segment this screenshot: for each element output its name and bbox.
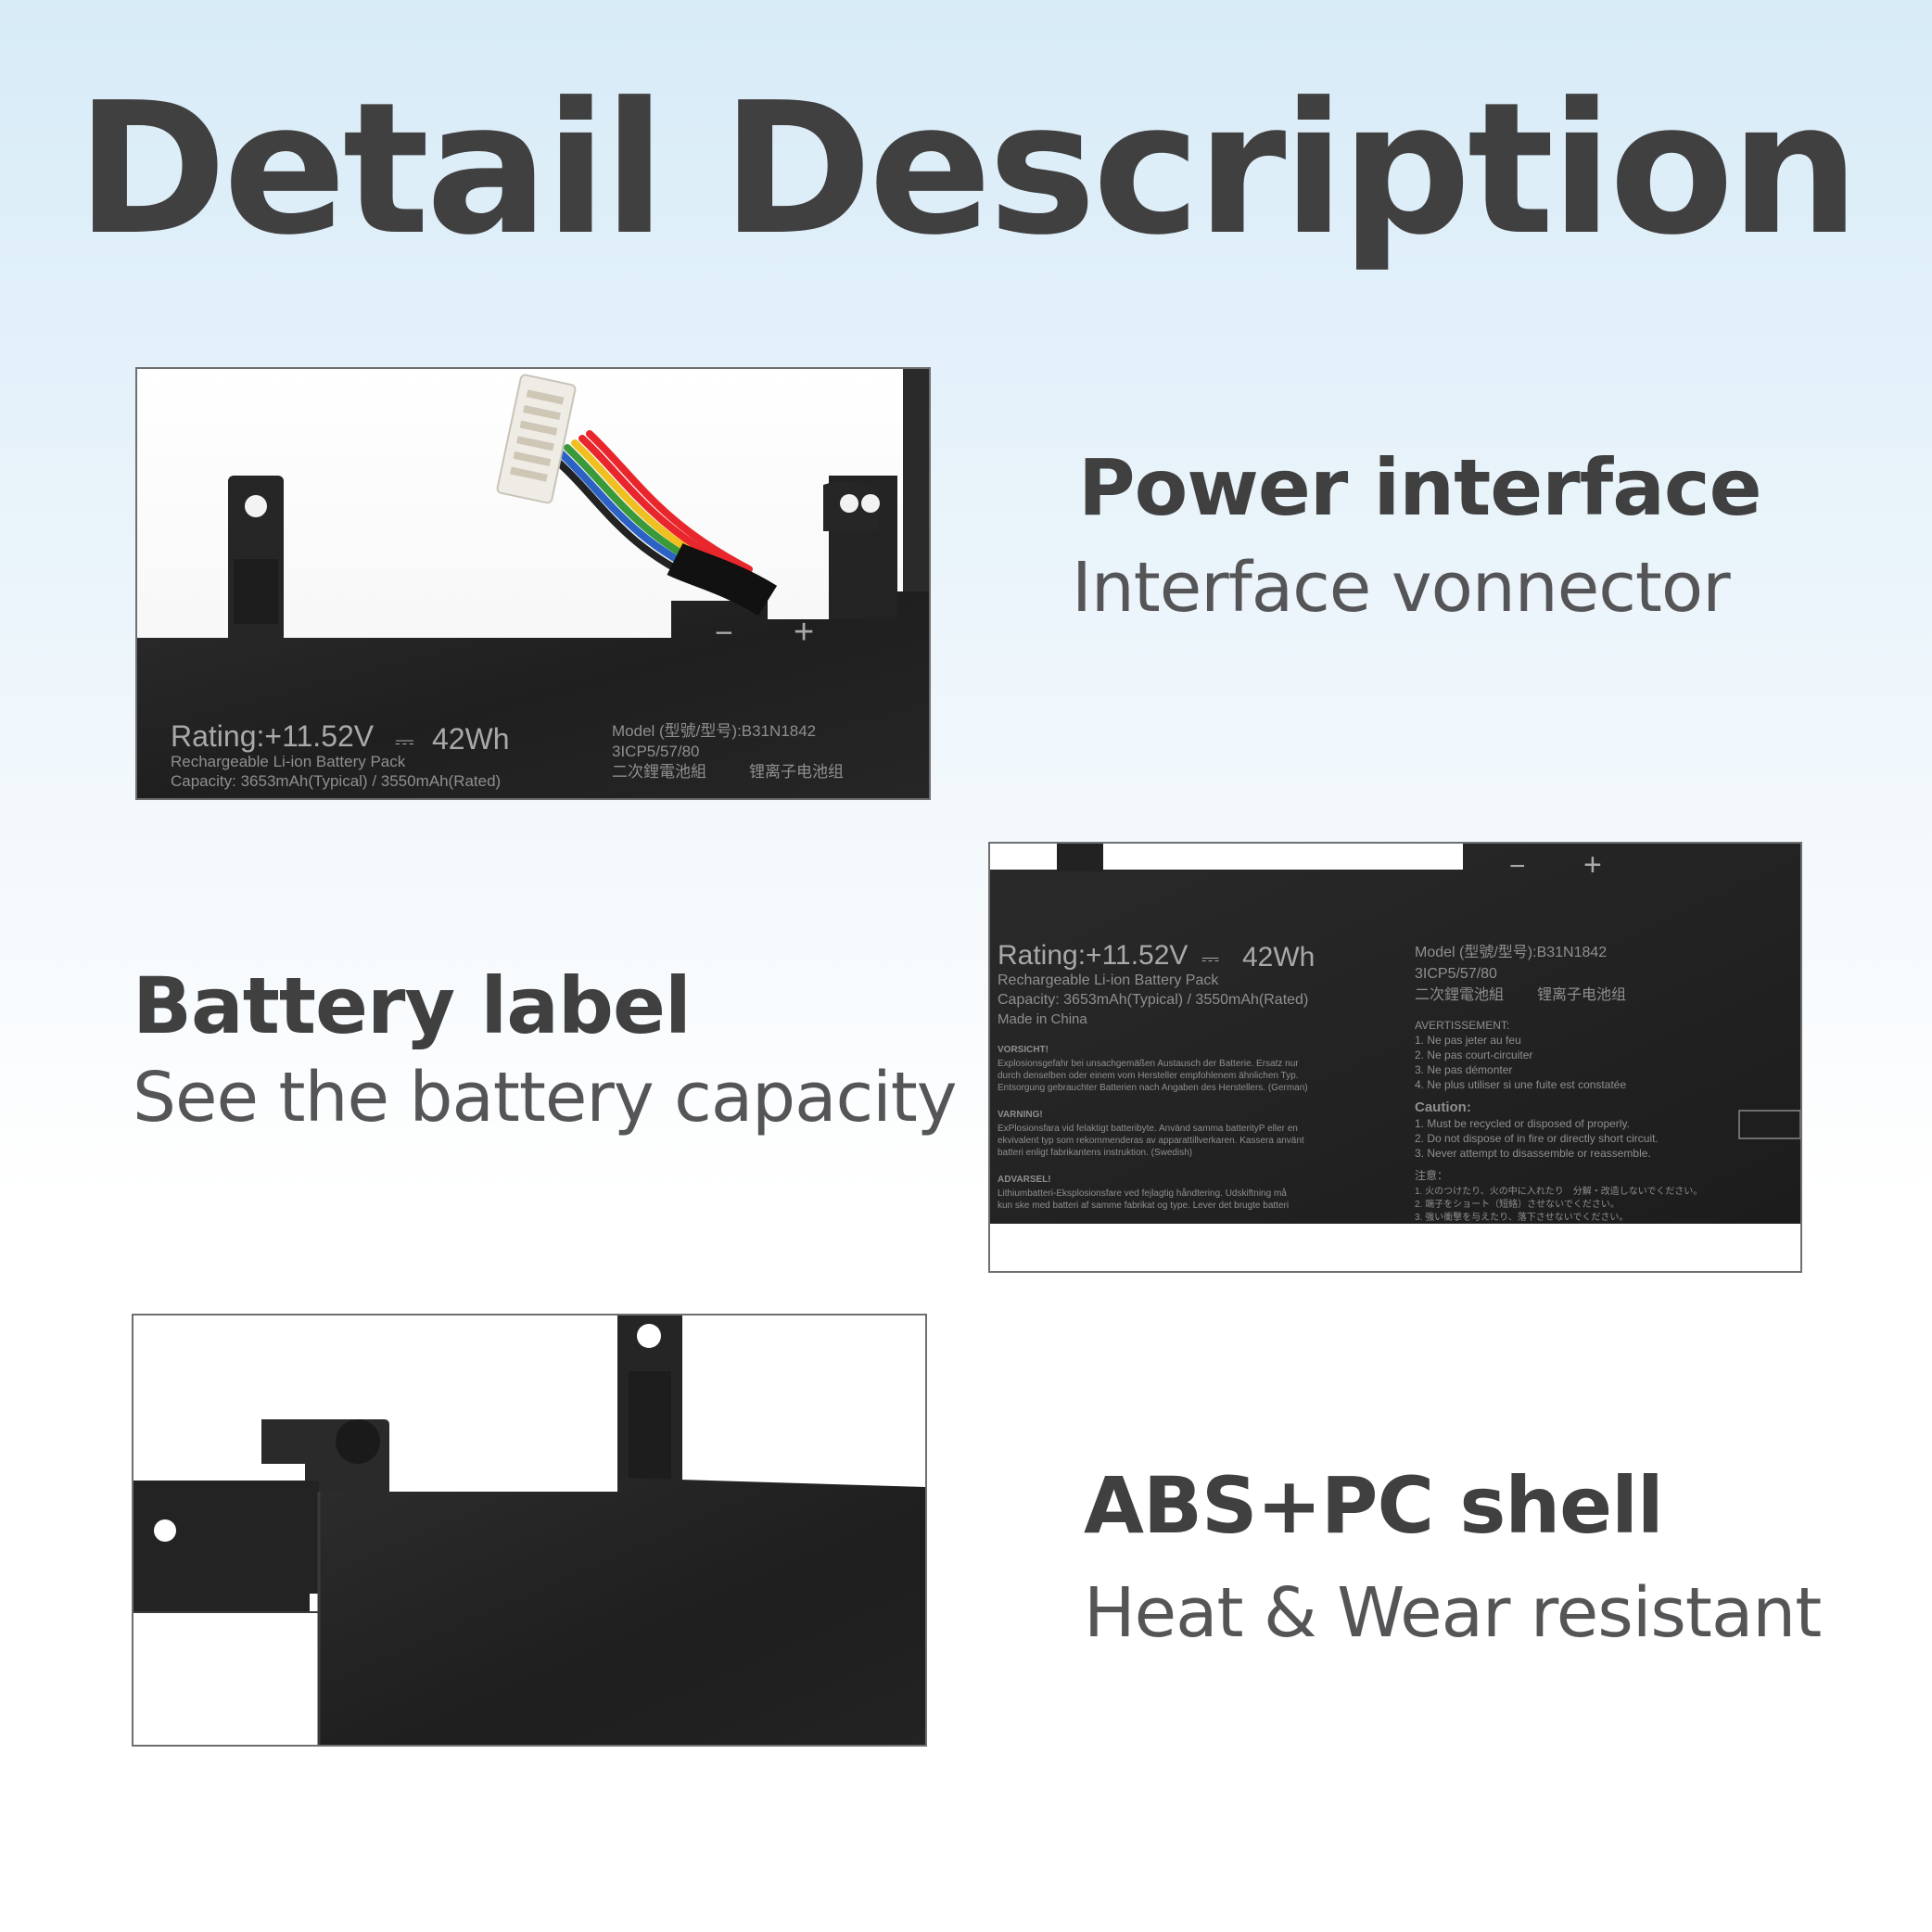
cn-name-simp-text: 锂离子电池组 — [749, 763, 844, 781]
caution-line: 1. Must be recycled or disposed of prope… — [1415, 1117, 1630, 1130]
jp-caution-line: 3. 強い衝撃を与えたり、落下させないでください。 — [1415, 1211, 1628, 1223]
capacity-text: Capacity: 3653mAh(Typical) / 3550mAh(Rat… — [998, 992, 1308, 1008]
cn-name-trad-text: 二次鋰電池組 — [612, 763, 706, 781]
battery-label-photo: − + Rating:+11.52V ⎓ 42Wh Rechargeable L… — [988, 842, 1802, 1273]
warning-de-line: Explosionsgefahr bei unsachgemäßen Austa… — [998, 1059, 1299, 1069]
power-interface-photo: − + Rating:+11.52V ⎓ 42Wh Rechargeable L… — [135, 367, 931, 800]
pack-type-text: Rechargeable Li-ion Battery Pack — [171, 753, 406, 770]
cn-name-simp-text: 锂离子电池组 — [1537, 986, 1626, 1003]
warning-sv-line: ExPlosionsfara vid felaktigt batteribyte… — [998, 1124, 1298, 1134]
feature-subtitle-power-interface: Interface vonnector — [1072, 548, 1731, 628]
made-in-text: Made in China — [998, 1011, 1087, 1027]
model-text: Model (型號/型号):B31N1842 — [612, 722, 816, 740]
warning-da-title: ADVARSEL! — [998, 1175, 1051, 1185]
caution-line: 3. Never attempt to disassemble or reass… — [1415, 1147, 1651, 1160]
warning-de-line: durch denselben oder einem vom Herstelle… — [998, 1071, 1298, 1081]
rating-text: Rating:+11.52V — [171, 719, 375, 753]
avertissement-title: AVERTISSEMENT: — [1415, 1019, 1509, 1032]
avertissement-line: 1. Ne pas jeter au feu — [1415, 1034, 1521, 1047]
warning-sv-line: ekvivalent typ som rekommenderas av appa… — [998, 1136, 1304, 1146]
warning-sv-line: batteri enligt fabrikantens instruktion.… — [998, 1148, 1192, 1158]
caution-line: 2. Do not dispose of in fire or directly… — [1415, 1132, 1659, 1145]
feature-heading-power-interface: Power interface — [1078, 442, 1762, 533]
rating-text: Rating:+11.52V — [998, 940, 1188, 971]
avertissement-line: 4. Ne plus utiliser si une fuite est con… — [1415, 1078, 1626, 1091]
regulatory-mark-icon — [1738, 1110, 1800, 1139]
warning-sv-title: VARNING! — [998, 1110, 1043, 1120]
feature-subtitle-abs-pc-shell: Heat & Wear resistant — [1084, 1573, 1822, 1653]
model-text: Model (型號/型号):B31N1842 — [1415, 944, 1607, 960]
cell-code-text: 3ICP5/57/80 — [612, 743, 700, 760]
jp-caution-title: 注意： — [1415, 1168, 1448, 1182]
warning-da-line: Lithiumbatteri-Eksplosionsfare ved fejla… — [998, 1188, 1287, 1199]
watt-hours-text: 42Wh — [1242, 942, 1315, 972]
plus-terminal-label: + — [1583, 847, 1602, 883]
minus-terminal-label: − — [1509, 851, 1526, 882]
avertissement-line: 2. Ne pas court-circuiter — [1415, 1049, 1532, 1061]
abs-pc-shell-photo — [132, 1314, 927, 1747]
pack-type-text: Rechargeable Li-ion Battery Pack — [998, 972, 1219, 988]
feature-heading-battery-label: Battery label — [133, 960, 692, 1051]
cell-code-text: 3ICP5/57/80 — [1415, 966, 1497, 982]
warning-da-line: kun ske med batteri af samme fabrikat og… — [998, 1201, 1289, 1211]
feature-heading-abs-pc-shell: ABS+PC shell — [1084, 1460, 1664, 1551]
svg-text:⎓: ⎓ — [395, 727, 414, 755]
page-title: Detail Description — [76, 64, 1860, 275]
plus-terminal-label: + — [794, 613, 814, 652]
watt-hours-text: 42Wh — [432, 722, 510, 756]
warning-de-line: Entsorgung gebrauchter Batterien nach An… — [998, 1083, 1308, 1093]
capacity-text: Capacity: 3653mAh(Typical) / 3550mAh(Rat… — [171, 772, 501, 790]
jp-caution-line: 1. 火のつけたり、火の中に入れたり 分解・改造しないでください。 — [1415, 1185, 1702, 1197]
cn-name-trad-text: 二次鋰電池組 — [1415, 986, 1504, 1003]
feature-subtitle-battery-label: See the battery capacity — [133, 1058, 958, 1138]
caution-title: Caution: — [1415, 1099, 1471, 1115]
svg-text:⎓: ⎓ — [1201, 947, 1219, 972]
warning-de-title: VORSICHT! — [998, 1045, 1049, 1055]
avertissement-line: 3. Ne pas démonter — [1415, 1063, 1512, 1076]
minus-terminal-label: − — [715, 616, 733, 651]
jp-caution-line: 2. 端子をショート（短絡）させないでください。 — [1415, 1198, 1620, 1210]
